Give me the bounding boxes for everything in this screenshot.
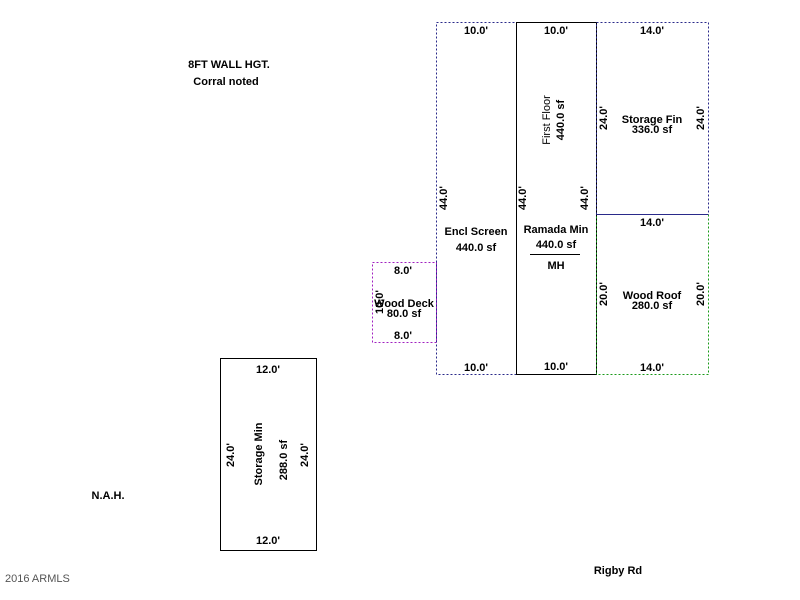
ramada-mh-label: MH <box>547 260 564 272</box>
storage-fin-top-dim: 14.0' <box>640 25 664 37</box>
wood-roof-left-dim: 20.0' <box>598 282 610 306</box>
copyright-watermark: 2016 ARMLS <box>5 573 70 585</box>
storage-min-right-dim: 24.0' <box>299 443 311 467</box>
wood-deck-name: Wood Deck <box>374 298 435 310</box>
storage-min-bottom-dim: 12.0' <box>256 535 280 547</box>
storage-min-top-dim: 12.0' <box>256 364 280 376</box>
encl-screen-left-dim: 44.0' <box>438 186 450 210</box>
wood-roof-area: 280.0 sf <box>632 300 673 312</box>
storage-fin-right-dim: 24.0' <box>695 106 707 130</box>
first-floor-left-dim: 44.0' <box>517 186 529 210</box>
corral-note: Corral noted <box>193 76 258 88</box>
wood-roof-bottom-dim: 14.0' <box>640 362 664 374</box>
encl-screen-name: Encl Screen <box>445 226 508 238</box>
wood-roof-right-dim: 20.0' <box>695 282 707 306</box>
ramada-min-area: 440.0 sf <box>536 239 577 251</box>
storage-fin-area: 336.0 sf <box>632 124 673 136</box>
wood-roof-name: Wood Roof <box>623 290 682 302</box>
encl-screen-top-dim: 10.0' <box>464 25 488 37</box>
wood-deck-bottom-dim: 8.0' <box>394 330 412 342</box>
storage-min-outline <box>220 358 317 551</box>
wood-deck-top-dim: 8.0' <box>394 265 412 277</box>
storage-min-name: Storage Min <box>253 422 265 485</box>
encl-screen-bottom-dim: 10.0' <box>464 362 488 374</box>
storage-min-area: 288.0 sf <box>278 439 290 480</box>
wood-deck-area: 80.0 sf <box>387 308 422 320</box>
first-floor-name: First Floor <box>541 95 553 145</box>
first-floor-right-dim: 44.0' <box>579 186 591 210</box>
wood-roof-top-dim: 14.0' <box>640 217 664 229</box>
first-floor-area: 440.0 sf <box>555 99 567 140</box>
wood-deck-outline <box>372 262 437 343</box>
wall-height-note: 8FT WALL HGT. <box>188 59 270 71</box>
wood-deck-left-dim: 10.0' <box>374 290 386 314</box>
storage-fin-left-dim: 24.0' <box>598 106 610 130</box>
first-floor-top-dim: 10.0' <box>544 25 568 37</box>
storage-fin-name: Storage Fin <box>622 114 683 126</box>
encl-screen-area: 440.0 sf <box>456 242 497 254</box>
storage-min-left-dim: 24.0' <box>225 443 237 467</box>
road-label: Rigby Rd <box>594 565 642 577</box>
first-floor-bottom-dim: 10.0' <box>544 361 568 373</box>
ramada-min-name: Ramada Min <box>524 224 589 236</box>
nah-note: N.A.H. <box>92 490 125 502</box>
